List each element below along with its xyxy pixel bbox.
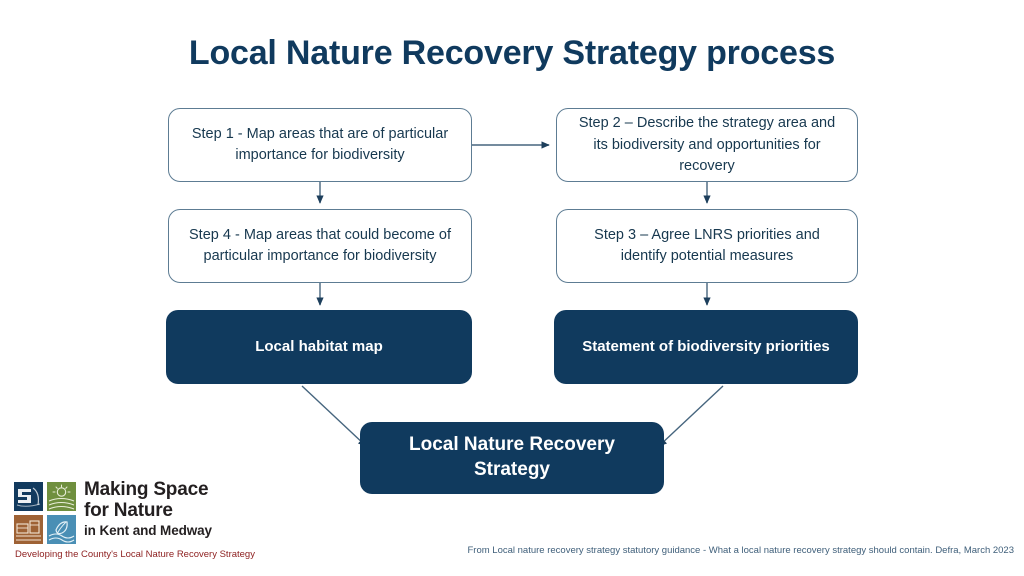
flow-node-step-1[interactable]: Step 1 - Map areas that are of particula… xyxy=(168,108,472,182)
flow-node-local-habitat-map[interactable]: Local habitat map xyxy=(166,310,472,384)
logo-wordmark: Making Space for Nature in Kent and Medw… xyxy=(84,479,244,539)
connector-habitat-map-to-lnrs xyxy=(301,385,367,447)
lnrs-label-line-1: Local Nature Recovery xyxy=(409,434,615,456)
logo-tagline: Developing the County's Local Nature Rec… xyxy=(15,549,255,560)
flow-node-step-4-label: Step 4 - Map areas that could become of … xyxy=(189,226,451,264)
connector-statement-to-lnrs xyxy=(658,385,724,447)
flow-node-step-3[interactable]: Step 3 – Agree LNRS priorities and ident… xyxy=(556,209,858,283)
flow-node-step-2[interactable]: Step 2 – Describe the strategy area and … xyxy=(556,108,858,182)
logo-wordmark-line-3: in Kent and Medway xyxy=(84,522,212,538)
flow-node-local-nature-recovery-strategy-label: Local Nature Recovery Strategy xyxy=(409,433,615,482)
flow-node-step-2-label: Step 2 – Describe the strategy area and … xyxy=(578,115,836,174)
flow-node-statement-of-biodiversity-priorities-label: Statement of biodiversity priorities xyxy=(582,337,830,355)
flow-node-local-nature-recovery-strategy[interactable]: Local Nature Recovery Strategy xyxy=(360,422,664,494)
flow-node-step-4[interactable]: Step 4 - Map areas that could become of … xyxy=(168,209,472,283)
lnrs-label-line-2: Strategy xyxy=(473,459,550,480)
logo-tile-green-sun-field-icon xyxy=(47,482,76,511)
page-title: Local Nature Recovery Strategy process xyxy=(188,34,836,72)
flow-node-local-habitat-map-label: Local habitat map xyxy=(255,337,383,355)
flow-node-step-3-label: Step 3 – Agree LNRS priorities and ident… xyxy=(594,226,820,264)
organisation-logo: Making Space for Nature in Kent and Medw… xyxy=(14,479,255,564)
logo-wordmark-line-2: for Nature xyxy=(84,499,173,521)
flow-node-step-1-label: Step 1 - Map areas that are of particula… xyxy=(191,125,449,163)
logo-tile-brown-buildings-icon xyxy=(14,515,43,544)
logo-tile-grid xyxy=(14,482,76,544)
flow-node-statement-of-biodiversity-priorities[interactable]: Statement of biodiversity priorities xyxy=(554,310,858,384)
source-note: From Local nature recovery strategy stat… xyxy=(467,545,1014,556)
logo-tile-navy-icon xyxy=(14,482,43,511)
logo-tile-blue-water-leaf-icon xyxy=(47,515,76,544)
logo-wordmark-line-1: Making Space xyxy=(84,479,209,500)
